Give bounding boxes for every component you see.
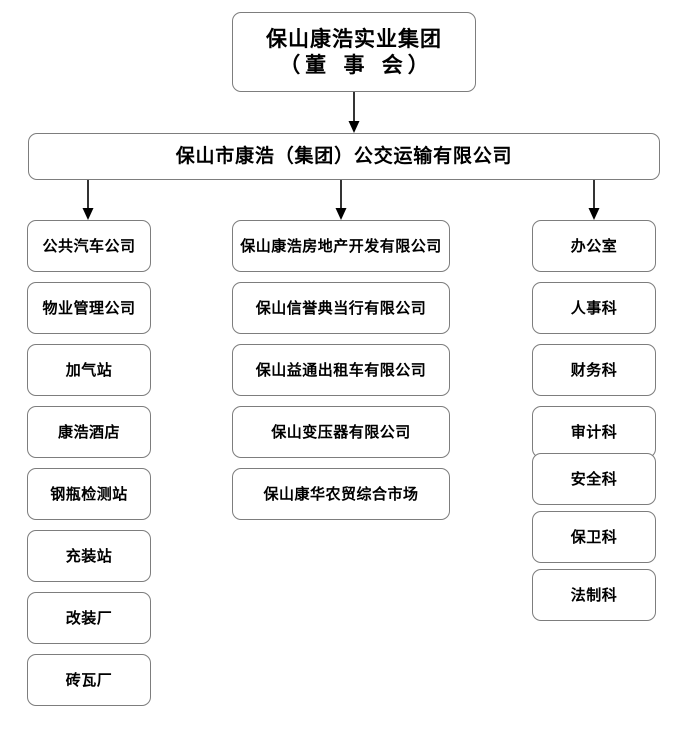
node-middle-4[interactable]: 保山变压器有限公司 xyxy=(232,406,450,458)
node-left-4-label: 康浩酒店 xyxy=(57,422,120,441)
node-right-7-label: 法制科 xyxy=(570,585,618,604)
node-left-4[interactable]: 康浩酒店 xyxy=(27,406,151,458)
node-left-3[interactable]: 加气站 xyxy=(27,344,151,396)
node-middle-4-label: 保山变压器有限公司 xyxy=(271,422,411,441)
arrowhead-level2-to-left xyxy=(82,208,94,220)
node-level2-label: 保山市康浩（集团）公交运输有限公司 xyxy=(175,144,513,167)
node-right-2-label: 人事科 xyxy=(570,298,618,317)
node-root-line1: 保山康浩实业集团 xyxy=(266,26,442,51)
node-level2-company[interactable]: 保山市康浩（集团）公交运输有限公司 xyxy=(28,133,660,180)
node-middle-3-label: 保山益通出租车有限公司 xyxy=(255,360,427,379)
arrowhead-level2-to-right xyxy=(588,208,600,220)
node-root-line2: （董 事 会） xyxy=(279,53,434,77)
node-right-1-label: 办公室 xyxy=(570,236,618,255)
node-right-1[interactable]: 办公室 xyxy=(532,220,656,272)
node-left-8[interactable]: 砖瓦厂 xyxy=(27,654,151,706)
node-left-7-label: 改装厂 xyxy=(65,608,113,627)
node-left-3-label: 加气站 xyxy=(65,360,113,379)
node-right-5-label: 安全科 xyxy=(570,469,618,488)
node-right-6[interactable]: 保卫科 xyxy=(532,511,656,563)
node-left-6-label: 充装站 xyxy=(65,546,113,565)
node-left-2-label: 物业管理公司 xyxy=(42,298,136,317)
node-left-1[interactable]: 公共汽车公司 xyxy=(27,220,151,272)
arrowhead-root-to-level2 xyxy=(348,121,360,133)
node-left-8-label: 砖瓦厂 xyxy=(65,670,113,689)
node-root-group[interactable]: 保山康浩实业集团 （董 事 会） xyxy=(232,12,476,92)
node-middle-1-label: 保山康浩房地产开发有限公司 xyxy=(240,236,442,255)
node-left-2[interactable]: 物业管理公司 xyxy=(27,282,151,334)
node-middle-1[interactable]: 保山康浩房地产开发有限公司 xyxy=(232,220,450,272)
node-middle-5[interactable]: 保山康华农贸综合市场 xyxy=(232,468,450,520)
node-right-7[interactable]: 法制科 xyxy=(532,569,656,621)
node-right-4-label: 审计科 xyxy=(570,422,618,441)
node-right-6-label: 保卫科 xyxy=(570,527,618,546)
node-right-4[interactable]: 审计科 xyxy=(532,406,656,458)
node-right-3[interactable]: 财务科 xyxy=(532,344,656,396)
node-middle-5-label: 保山康华农贸综合市场 xyxy=(263,484,419,503)
node-right-5[interactable]: 安全科 xyxy=(532,453,656,505)
node-right-3-label: 财务科 xyxy=(570,360,618,379)
node-left-5-label: 钢瓶检测站 xyxy=(50,484,128,503)
node-left-5[interactable]: 钢瓶检测站 xyxy=(27,468,151,520)
node-middle-2-label: 保山信誉典当行有限公司 xyxy=(255,298,427,317)
node-left-1-label: 公共汽车公司 xyxy=(42,236,136,255)
node-middle-2[interactable]: 保山信誉典当行有限公司 xyxy=(232,282,450,334)
node-right-2[interactable]: 人事科 xyxy=(532,282,656,334)
arrowhead-level2-to-middle xyxy=(335,208,347,220)
node-left-7[interactable]: 改装厂 xyxy=(27,592,151,644)
node-middle-3[interactable]: 保山益通出租车有限公司 xyxy=(232,344,450,396)
node-left-6[interactable]: 充装站 xyxy=(27,530,151,582)
